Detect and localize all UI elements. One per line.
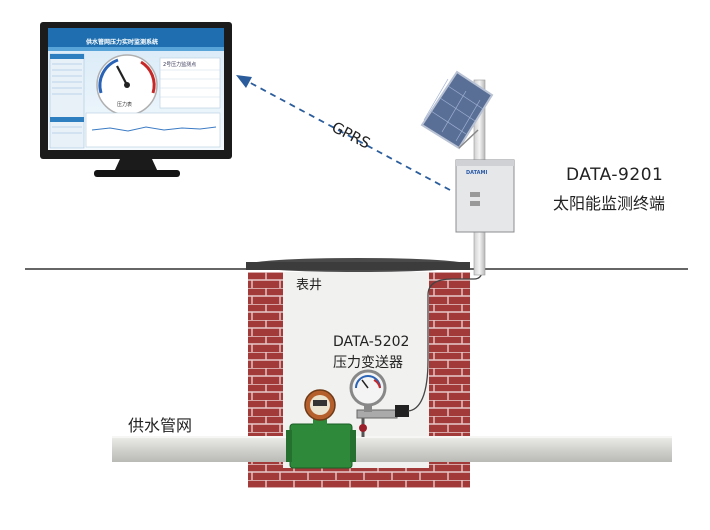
gauge-label: 压力表 — [117, 102, 133, 108]
solar-terminal — [420, 70, 515, 276]
well-label: 表井 — [296, 278, 323, 293]
device-name-label: DATA-9201 — [566, 165, 664, 185]
sensor-desc-label: 压力变送器 — [333, 355, 403, 371]
panel-title: 2号压力监测点 — [163, 62, 197, 68]
monitor-title: 供水管网压力实时监测系统 — [86, 39, 159, 46]
sensor-name-label: DATA-5202 — [333, 334, 410, 350]
terminal-brand-label: DATAMI — [466, 170, 488, 176]
signal-cable — [407, 230, 483, 412]
pressure-transmitter — [349, 369, 409, 437]
gprs-link-arrow — [236, 75, 451, 191]
pipe-label: 供水管网 — [128, 416, 193, 435]
flow-meter — [286, 389, 356, 469]
water-pipe — [112, 436, 672, 462]
monitor — [40, 22, 232, 177]
device-desc-label: 太阳能监测终端 — [553, 194, 666, 213]
